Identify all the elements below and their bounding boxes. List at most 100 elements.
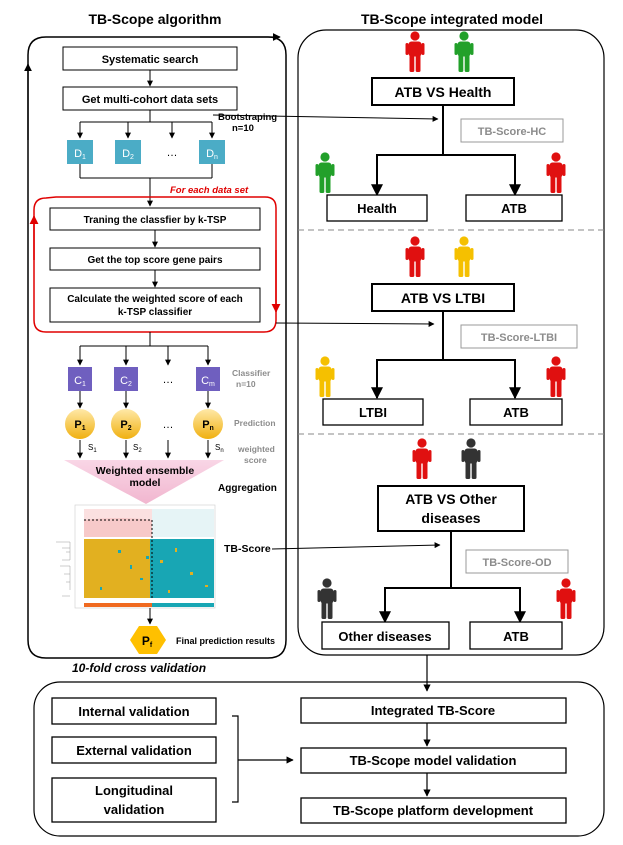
health-person-icon xyxy=(315,152,335,193)
ltbi-person-icon xyxy=(454,236,474,277)
heatmap-noise xyxy=(100,548,208,593)
outcome-box-atb2 xyxy=(469,398,563,426)
classifier-side-n: n=10 xyxy=(236,379,256,389)
longitudinal-validation-box xyxy=(51,777,217,823)
bootstrapping-label: Bootstraping xyxy=(218,112,277,123)
outcome-box-ltbi xyxy=(322,398,424,426)
outcome-label-atb1: ATB xyxy=(501,201,527,216)
classifier-box xyxy=(68,367,92,391)
classifier-boxes: C1 C2 … Cm xyxy=(68,367,220,391)
compare-label-od-line2: diseases xyxy=(421,510,480,526)
prediction-label: P1 xyxy=(74,419,85,432)
train-label: Traning the classfier by k-TSP xyxy=(84,215,227,226)
weight-label: S1 xyxy=(88,443,97,454)
bootstrapping-n: n=10 xyxy=(232,123,254,134)
classifier-ellipsis: … xyxy=(163,374,174,386)
dataset-box xyxy=(199,140,225,164)
dataset-boxes: D1 D2 … Dn xyxy=(67,140,225,164)
ensemble-triangle xyxy=(64,460,224,504)
internal-validation-label: Internal validation xyxy=(78,704,189,719)
final-label: Final prediction results xyxy=(176,636,275,646)
calc-box xyxy=(49,287,261,323)
final-symbol: Pf xyxy=(142,634,153,649)
weight-label: Sn xyxy=(215,443,224,454)
atb-person-icon xyxy=(556,578,576,619)
left-title: TB-Scope algorithm xyxy=(88,11,221,27)
health-person-icon xyxy=(454,31,474,72)
outcome-label-od: Other diseases xyxy=(338,629,431,644)
score-label-ltbi: TB-Score-LTBI xyxy=(481,332,557,344)
platform-box xyxy=(300,797,567,824)
prediction-circle xyxy=(193,409,223,439)
validation-frame xyxy=(33,681,605,837)
integrated-score-box xyxy=(300,697,567,724)
systematic-search-label: Systematic search xyxy=(102,54,199,66)
final-hexagon xyxy=(130,626,166,654)
weighted-side-label1: weighted xyxy=(237,444,275,454)
dataset-label: D1 xyxy=(74,148,86,161)
ensemble-label-line1: Weighted ensemble xyxy=(96,465,195,477)
algorithm-frame xyxy=(27,36,287,659)
top-pairs-label: Get the top score gene pairs xyxy=(87,255,222,266)
compare-box-health xyxy=(371,77,515,106)
outcome-label-atb3: ATB xyxy=(503,629,529,644)
outcome-box-od xyxy=(321,621,450,650)
prediction-circles: P1 P2 … Pn xyxy=(65,409,223,439)
tb-score-heatmap xyxy=(56,504,216,609)
classifier-side-label: Classifier xyxy=(232,368,271,378)
red-loop xyxy=(33,196,277,333)
model-validation-box xyxy=(300,747,567,774)
weight-label: S2 xyxy=(133,443,142,454)
compare-label-ltbi: ATB VS LTBI xyxy=(401,290,485,306)
dataset-ellipsis: … xyxy=(167,147,178,159)
outcome-label-health: Health xyxy=(357,201,397,216)
longitudinal-validation-line1: Longitudinal xyxy=(95,783,173,798)
longitudinal-validation-line2: validation xyxy=(104,802,165,817)
compare-box-ltbi xyxy=(371,283,515,312)
atb-person-icon xyxy=(412,438,432,479)
score-label-od: TB-Score-OD xyxy=(482,557,551,569)
calc-label-line1: Calculate the weighted score of each xyxy=(67,294,243,305)
prediction-circle xyxy=(111,409,141,439)
classifier-box xyxy=(196,367,220,391)
weighted-side-label2: score xyxy=(244,455,267,465)
external-validation-box xyxy=(51,736,217,764)
calc-label-line2: k-TSP classifier xyxy=(118,307,192,318)
internal-validation-box xyxy=(51,697,217,725)
compare-label-od-line1: ATB VS Other xyxy=(405,491,497,507)
ensemble-label-line2: model xyxy=(130,477,161,489)
aggregation-label: Aggregation xyxy=(218,483,277,494)
model-validation-label: TB-Scope model validation xyxy=(350,753,517,768)
score-box-od xyxy=(465,549,569,574)
cross-validation-label: 10-fold cross validation xyxy=(72,661,206,675)
dataset-box xyxy=(115,140,141,164)
dataset-box xyxy=(67,140,93,164)
prediction-circle xyxy=(65,409,95,439)
outcome-box-atb3 xyxy=(469,621,563,650)
classifier-label: Cm xyxy=(201,375,215,388)
external-validation-label: External validation xyxy=(76,743,192,758)
atb-person-icon xyxy=(405,236,425,277)
multi-cohort-label: Get multi-cohort data sets xyxy=(82,94,218,106)
other-disease-person-icon xyxy=(461,438,481,479)
classifier-label: C2 xyxy=(120,375,132,388)
platform-label: TB-Scope platform development xyxy=(333,803,534,818)
outcome-label-atb2: ATB xyxy=(503,405,529,420)
score-box-ltbi xyxy=(460,324,578,349)
other-disease-person-icon xyxy=(317,578,337,619)
ltbi-person-icon xyxy=(315,356,335,397)
atb-person-icon xyxy=(546,356,566,397)
dataset-label: Dn xyxy=(206,148,218,161)
prediction-ellipsis: … xyxy=(163,419,174,431)
outcome-box-atb1 xyxy=(465,194,563,222)
compare-label-health: ATB VS Health xyxy=(395,84,492,100)
dataset-label: D2 xyxy=(122,148,134,161)
score-box-hc xyxy=(460,118,564,143)
atb-person-icon xyxy=(405,31,425,72)
classifier-label: C1 xyxy=(74,375,86,388)
prediction-label: Pn xyxy=(202,419,214,432)
classifier-box xyxy=(114,367,138,391)
atb-person-icon xyxy=(546,152,566,193)
prediction-side-label: Prediction xyxy=(234,418,276,428)
